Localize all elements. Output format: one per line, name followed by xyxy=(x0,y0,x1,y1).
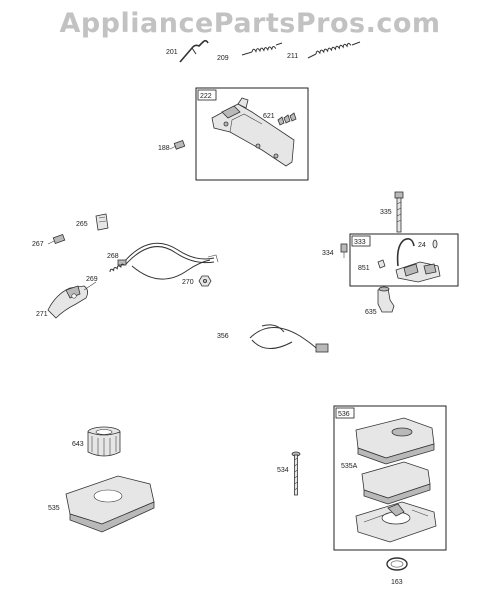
part-621-screws[interactable] xyxy=(277,112,297,126)
part-534-screw[interactable] xyxy=(291,451,301,496)
part-335-bolt[interactable] xyxy=(394,191,404,233)
label-211: 211 xyxy=(287,53,298,60)
part-356-wire[interactable] xyxy=(249,324,329,353)
part-271-lever[interactable] xyxy=(47,281,97,319)
box-536-tag xyxy=(335,407,355,419)
label-621: 621 xyxy=(263,113,275,120)
label-268: 268 xyxy=(107,253,119,260)
part-201-link[interactable] xyxy=(179,39,209,63)
label-24: 24 xyxy=(418,242,426,249)
part-265-clip[interactable] xyxy=(95,213,109,231)
label-535A: 535A xyxy=(341,463,358,470)
label-535: 535 xyxy=(48,505,60,512)
box-222-tag xyxy=(197,89,217,101)
part-24-clip[interactable] xyxy=(432,239,438,249)
label-201: 201 xyxy=(166,49,178,56)
box-333-tag xyxy=(351,235,371,247)
label-333: 333 xyxy=(354,239,366,246)
part-269-spring[interactable] xyxy=(109,263,125,273)
part-222-bracket[interactable] xyxy=(211,97,295,167)
watermark-text: AppliancePartsPros.com xyxy=(59,8,440,39)
part-268-cable[interactable] xyxy=(117,242,219,280)
label-536: 536 xyxy=(338,411,350,418)
label-635: 635 xyxy=(365,309,377,316)
box-222 xyxy=(195,87,309,181)
label-643: 643 xyxy=(72,441,84,448)
label-188: 188 xyxy=(158,145,170,152)
part-267-screw[interactable] xyxy=(47,233,66,245)
box-333 xyxy=(349,233,459,287)
label-271: 271 xyxy=(36,311,48,318)
part-535A-filter[interactable] xyxy=(361,461,431,505)
part-635-boot[interactable] xyxy=(377,286,395,313)
label-270: 270 xyxy=(182,279,194,286)
label-209: 209 xyxy=(217,55,229,62)
label-335: 335 xyxy=(380,209,392,216)
label-356: 356 xyxy=(217,333,229,340)
label-851: 851 xyxy=(358,265,370,272)
part-188-screw[interactable] xyxy=(169,139,186,150)
label-267: 267 xyxy=(32,241,44,248)
part-536-base[interactable] xyxy=(355,501,437,543)
label-534: 534 xyxy=(277,467,289,474)
label-265: 265 xyxy=(76,221,88,228)
box-536 xyxy=(333,405,447,551)
part-270-nut[interactable] xyxy=(198,275,212,287)
part-333-armature[interactable] xyxy=(377,238,441,283)
label-222: 222 xyxy=(200,93,212,100)
label-334: 334 xyxy=(322,250,334,257)
part-535-precleaner[interactable] xyxy=(65,475,155,533)
part-209-spring[interactable] xyxy=(241,42,283,56)
part-536-cover[interactable] xyxy=(355,417,435,465)
label-163: 163 xyxy=(391,579,403,586)
part-163-gasket[interactable] xyxy=(386,557,408,571)
label-269: 269 xyxy=(86,276,98,283)
part-211-spring[interactable] xyxy=(307,41,361,59)
part-334-screw[interactable] xyxy=(340,243,348,258)
part-643-filter[interactable] xyxy=(87,426,121,457)
